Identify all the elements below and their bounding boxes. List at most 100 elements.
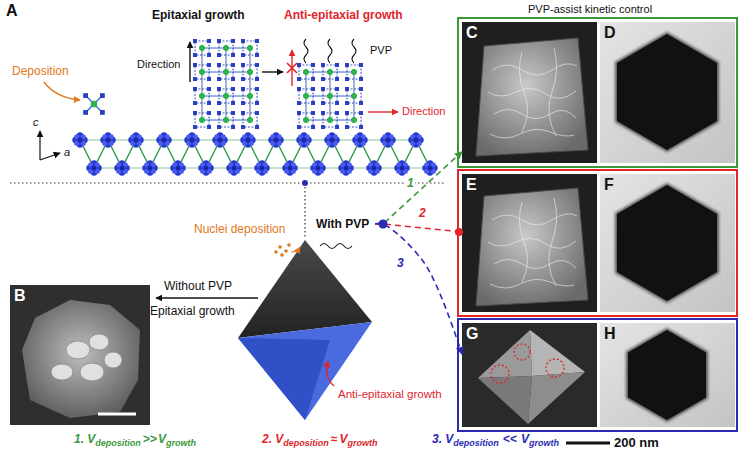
end-dot	[455, 228, 463, 236]
art-part	[514, 344, 530, 360]
formula-part: <<	[503, 433, 517, 447]
art-part	[66, 341, 90, 359]
art-part	[546, 359, 564, 377]
panel-letter: E	[466, 176, 593, 194]
art-part	[198, 160, 213, 175]
art-part	[345, 63, 363, 81]
art-part	[80, 363, 104, 381]
image-panel: D	[600, 22, 735, 163]
art-part	[10, 285, 150, 425]
highlight-circles	[491, 344, 564, 383]
axis-label: c	[33, 116, 39, 128]
art-part	[321, 87, 339, 105]
sem-image-c	[462, 22, 597, 163]
dashed-connector	[375, 224, 462, 232]
direction-label: Direction	[137, 58, 180, 70]
art-part	[262, 71, 283, 72]
panel-letter: G	[466, 325, 593, 343]
art-part	[86, 160, 101, 175]
art-part	[458, 18, 737, 167]
art-part	[238, 240, 372, 338]
art-part	[104, 352, 122, 368]
art-part	[100, 132, 115, 147]
node-text: With PVP	[316, 217, 372, 231]
art-part	[217, 111, 235, 129]
art-part	[287, 243, 291, 247]
subscript: deposition	[95, 438, 141, 448]
art-part	[226, 160, 241, 175]
art-part	[321, 63, 339, 81]
art-part	[202, 48, 203, 120]
art-part	[617, 185, 717, 301]
art-part	[193, 87, 211, 105]
art-part	[291, 247, 300, 252]
art-part	[297, 63, 315, 81]
epitaxial-grid	[190, 39, 283, 129]
art-part	[193, 39, 211, 57]
heading: Anti-epitaxial growth	[284, 8, 403, 22]
arrow-label: Anti-epitaxial growth	[338, 388, 442, 400]
art-part	[278, 245, 282, 249]
art-part	[600, 22, 735, 163]
art-part	[600, 323, 735, 427]
art-part	[128, 132, 143, 147]
art-part	[202, 48, 250, 120]
pvp-chains	[304, 39, 356, 63]
art-part	[89, 334, 109, 350]
art-part	[462, 22, 597, 163]
route-number: 3	[396, 256, 405, 270]
art-part	[615, 183, 719, 303]
art-part	[274, 250, 278, 254]
art-part	[352, 39, 356, 63]
art-part	[530, 330, 585, 376]
scale-bar	[566, 442, 610, 445]
image-panel: B	[10, 285, 150, 425]
formula-part: V	[158, 433, 166, 447]
art-part	[296, 132, 311, 147]
art-part	[51, 334, 122, 381]
art-part	[310, 160, 325, 175]
art-part	[170, 160, 185, 175]
scale-bar	[98, 413, 136, 416]
sem-image-e	[462, 174, 597, 312]
art-part	[368, 111, 398, 112]
art-part	[217, 87, 235, 105]
art-part	[254, 160, 269, 175]
art-part	[462, 174, 597, 312]
rate-condition: 1. Vdeposition>>Vgrowth	[74, 433, 196, 447]
art-part	[328, 39, 332, 63]
art-part	[238, 322, 372, 420]
panel-letter: D	[604, 24, 731, 42]
sem-image-g	[462, 323, 597, 427]
formula-part: 3. V	[432, 433, 453, 447]
formula-part: ≈	[331, 433, 338, 447]
art-part	[628, 330, 706, 420]
arrow-label: Epitaxial growth	[150, 304, 235, 318]
art-part	[280, 253, 284, 257]
panel-letter: A	[6, 2, 18, 20]
sem-image-b	[10, 285, 150, 425]
tem-image-h	[600, 323, 735, 427]
art-part	[304, 39, 308, 63]
art-part	[83, 93, 105, 115]
art-part	[528, 372, 585, 424]
pvp-chain	[320, 244, 352, 249]
art-part	[142, 160, 157, 175]
subscript: growth	[166, 438, 196, 448]
process-label: Deposition	[12, 64, 69, 78]
scale-label: 200 nm	[614, 435, 659, 450]
art-part	[39, 131, 40, 160]
panel-frames	[458, 18, 737, 431]
art-part	[241, 39, 259, 57]
nuclei-dots	[274, 243, 291, 257]
tem-image-d	[600, 22, 735, 163]
art-part	[352, 132, 367, 147]
process-label: Nuclei deposition	[194, 222, 285, 236]
art-part	[238, 338, 330, 420]
route-number: 2	[418, 206, 427, 220]
without-pvp-arrow	[156, 297, 258, 299]
art-part	[476, 38, 588, 156]
